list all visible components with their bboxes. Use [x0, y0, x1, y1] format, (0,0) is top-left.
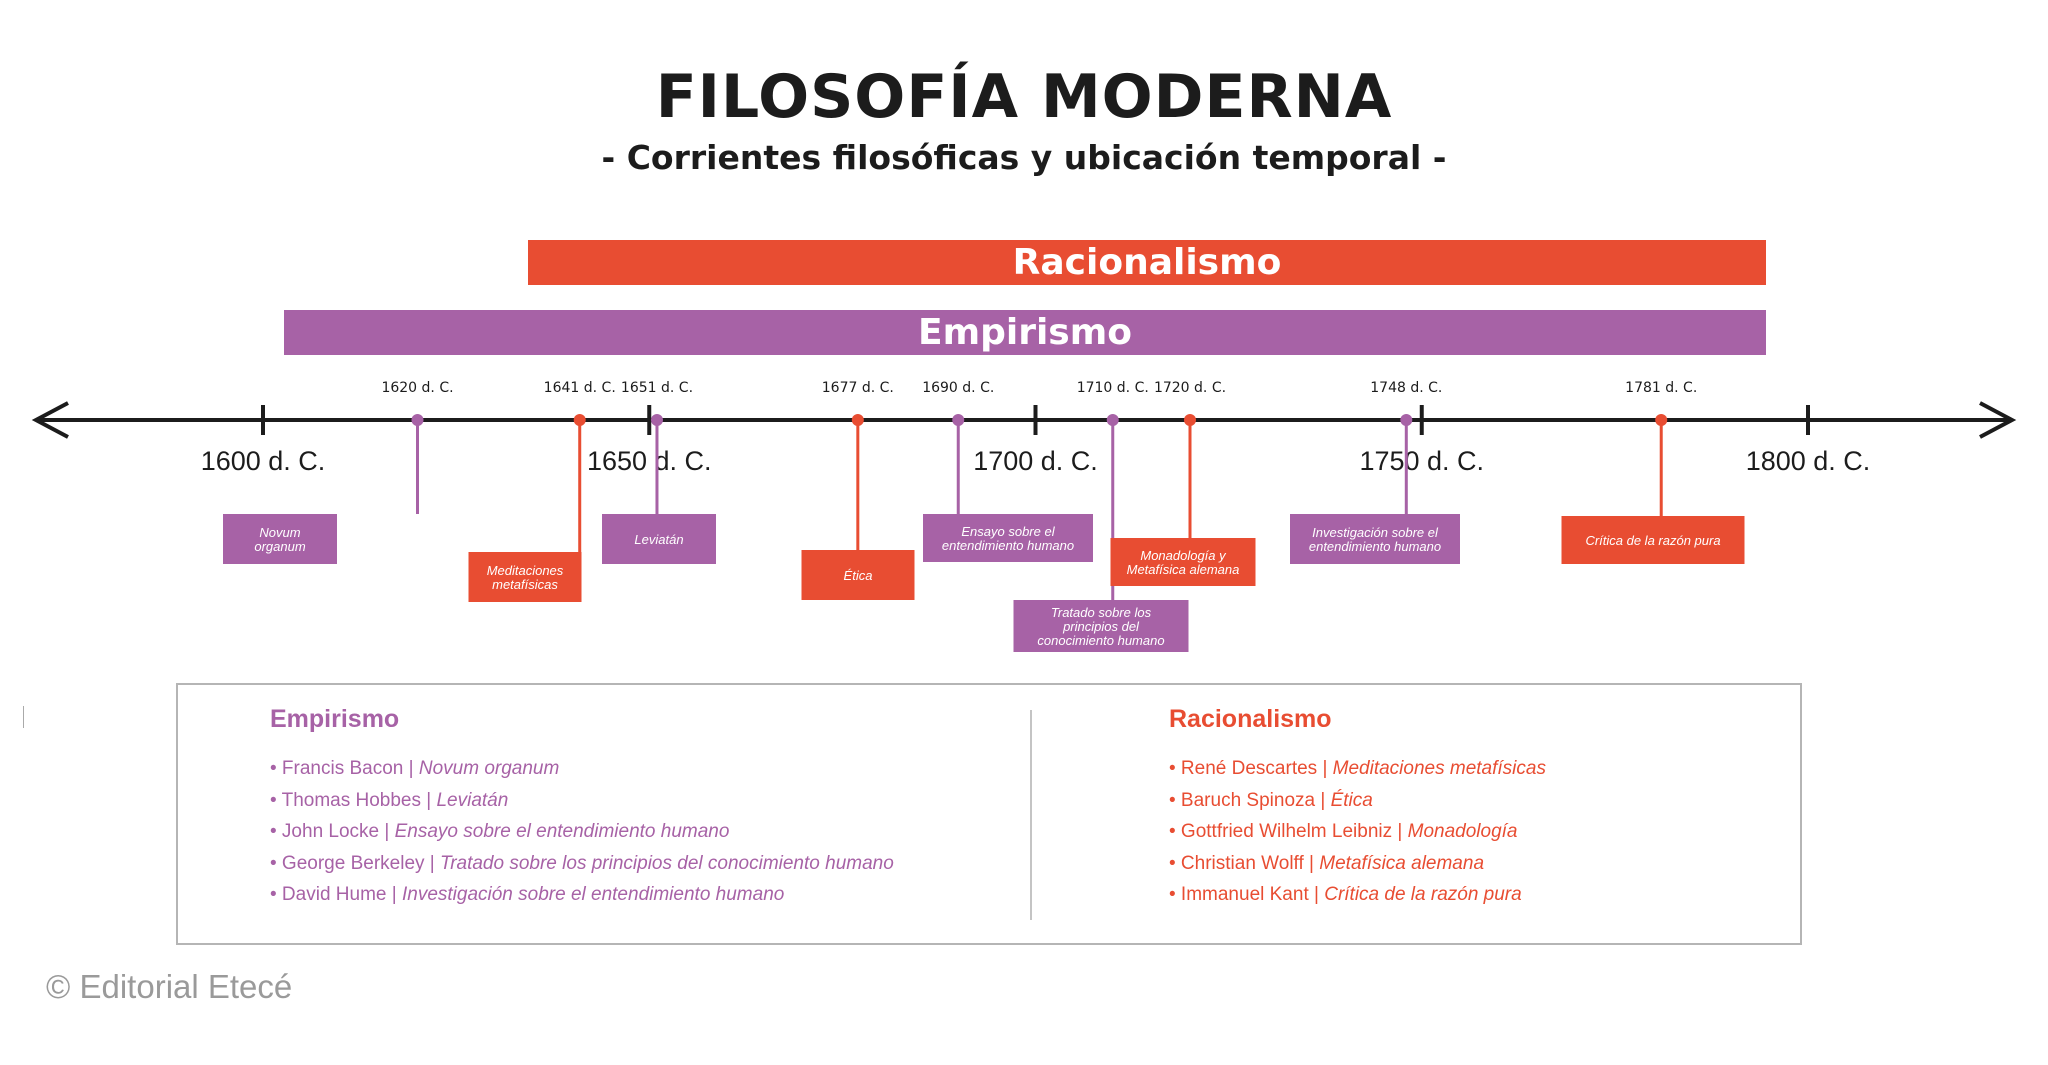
event-dot — [1106, 414, 1119, 426]
legend-author: • John Locke | — [270, 821, 395, 842]
legend-racionalismo-heading: Racionalismo — [1169, 705, 1332, 733]
axis-tick-label: 1650 d. C. — [587, 446, 712, 476]
legend-racionalismo: Racionalismo • René Descartes | Meditaci… — [1169, 705, 1546, 911]
page-title: FILOSOFÍA MODERNA — [655, 62, 1393, 132]
legend-item: • René Descartes | Meditaciones metafísi… — [1169, 753, 1546, 785]
event-work-box — [223, 514, 337, 564]
event-work-label: Novum — [259, 525, 300, 540]
event-work-label: metafísicas — [492, 577, 558, 592]
event-date-label: 1748 d. C. — [1370, 380, 1442, 396]
legend-work: Monadología — [1407, 821, 1518, 842]
legend-item: • Immanuel Kant | Crítica de la razón pu… — [1169, 879, 1546, 911]
event-work-label: Leviatán — [634, 532, 683, 547]
legend-item: • John Locke | Ensayo sobre el entendimi… — [270, 816, 894, 848]
event-date-label: 1620 d. C. — [381, 380, 453, 396]
legend-author: • Immanuel Kant | — [1169, 884, 1325, 905]
event-date-label: 1720 d. C. — [1154, 380, 1226, 396]
legend-empirismo: Empirismo • Francis Bacon | Novum organu… — [270, 705, 894, 911]
event-work-label: entendimiento humano — [942, 538, 1074, 553]
legend-author: • René Descartes | — [1169, 758, 1333, 779]
copyright: © Editorial Etecé — [46, 968, 293, 1005]
event-date-label: 1690 d. C. — [922, 380, 994, 396]
event-work-label: principios del — [1062, 619, 1140, 634]
event-date-label: 1651 d. C. — [621, 380, 693, 396]
event-dot — [1184, 414, 1196, 426]
event-dot — [952, 414, 965, 426]
event-work-label: Monadología y — [1140, 548, 1227, 563]
legend-item: • Francis Bacon | Novum organum — [270, 753, 894, 785]
legend-item: • Baruch Spinoza | Ética — [1169, 785, 1546, 817]
event-work-label: organum — [254, 539, 305, 554]
event-dot — [1655, 414, 1668, 426]
legend-work: Metafísica alemana — [1319, 852, 1485, 874]
axis-tick-label: 1600 d. C. — [201, 446, 326, 476]
arrow-right-icon — [1979, 401, 2017, 439]
legend-item: • Gottfried Wilhelm Leibniz | Monadologí… — [1169, 816, 1546, 848]
event-date-label: 1641 d. C. — [544, 380, 616, 396]
legend-empirismo-heading: Empirismo — [270, 705, 400, 733]
racionalismo-band: Racionalismo — [528, 240, 1766, 285]
axis-tick-label: 1700 d. C. — [973, 446, 1098, 476]
event-work-label: conocimiento humano — [1037, 633, 1164, 648]
legend-author: • Thomas Hobbes | — [270, 789, 437, 811]
empirismo-band: Empirismo — [284, 310, 1766, 355]
event-work-label: Metafísica alemana — [1127, 562, 1240, 577]
arrow-left-icon — [31, 401, 69, 439]
event-work-box — [602, 514, 716, 564]
event-work-box — [1561, 516, 1745, 564]
axis-tick-label: 1750 d. C. — [1359, 446, 1484, 476]
event-work-label: Ética — [844, 568, 873, 583]
event-work-box — [923, 514, 1093, 562]
event-work-label: Ensayo sobre el — [961, 524, 1055, 539]
legend-work: Novum organum — [418, 758, 560, 779]
legend-work: Tratado sobre los principios del conocim… — [440, 852, 894, 874]
legend-author: • Francis Bacon | — [270, 758, 419, 779]
event-dot — [411, 414, 424, 426]
legend-author: • Baruch Spinoza | — [1169, 789, 1331, 811]
event-dot — [650, 414, 663, 426]
event-work-box — [1013, 600, 1189, 652]
event-work-label: Tratado sobre los — [1051, 605, 1152, 620]
racionalismo-band-label: Racionalismo — [1012, 242, 1282, 283]
legend-item: • Thomas Hobbes | Leviatán — [270, 785, 894, 817]
page-subtitle: - Corrientes filosóficas y ubicación tem… — [601, 138, 1447, 177]
legend-work: Investigación sobre el entendimiento hum… — [401, 884, 785, 905]
legend-work: Crítica de la razón pura — [1324, 884, 1522, 905]
event-work-box — [1290, 514, 1460, 564]
legend-item: • Christian Wolff | Metafísica alemana — [1169, 848, 1546, 880]
margin-mark — [23, 706, 24, 728]
legend-divider — [1030, 710, 1032, 920]
axis-tick-label: 1800 d. C. — [1746, 446, 1871, 476]
legend-box — [176, 683, 1802, 945]
legend-item: • David Hume | Investigación sobre el en… — [270, 879, 894, 911]
event-date-label: 1710 d. C. — [1077, 380, 1149, 396]
event-work-box — [468, 552, 582, 602]
event-work-box — [801, 550, 915, 600]
event-work-label: Meditaciones — [487, 563, 564, 578]
event-dot — [851, 414, 864, 426]
event-work-label: entendimiento humano — [1309, 539, 1441, 554]
legend-author: • Gottfried Wilhelm Leibniz | — [1169, 821, 1408, 842]
event-work-label: Investigación sobre el — [1312, 525, 1439, 540]
legend-item: • George Berkeley | Tratado sobre los pr… — [270, 848, 894, 880]
event-date-label: 1677 d. C. — [822, 380, 894, 396]
event-work-box — [1110, 538, 1256, 586]
event-dot — [1400, 414, 1413, 426]
legend-work: Leviatán — [436, 789, 509, 811]
event-date-label: 1781 d. C. — [1625, 380, 1697, 396]
legend-author: • George Berkeley | — [270, 852, 440, 874]
legend-work: Ensayo sobre el entendimiento humano — [394, 821, 730, 842]
event-work-label: Crítica de la razón pura — [1585, 533, 1720, 548]
empirismo-band-label: Empirismo — [918, 312, 1132, 353]
event-dot — [573, 414, 586, 426]
legend-author: • Christian Wolff | — [1169, 852, 1320, 874]
legend-work: Meditaciones metafísicas — [1332, 758, 1546, 779]
legend-work: Ética — [1330, 789, 1373, 811]
legend-author: • David Hume | — [270, 884, 402, 905]
